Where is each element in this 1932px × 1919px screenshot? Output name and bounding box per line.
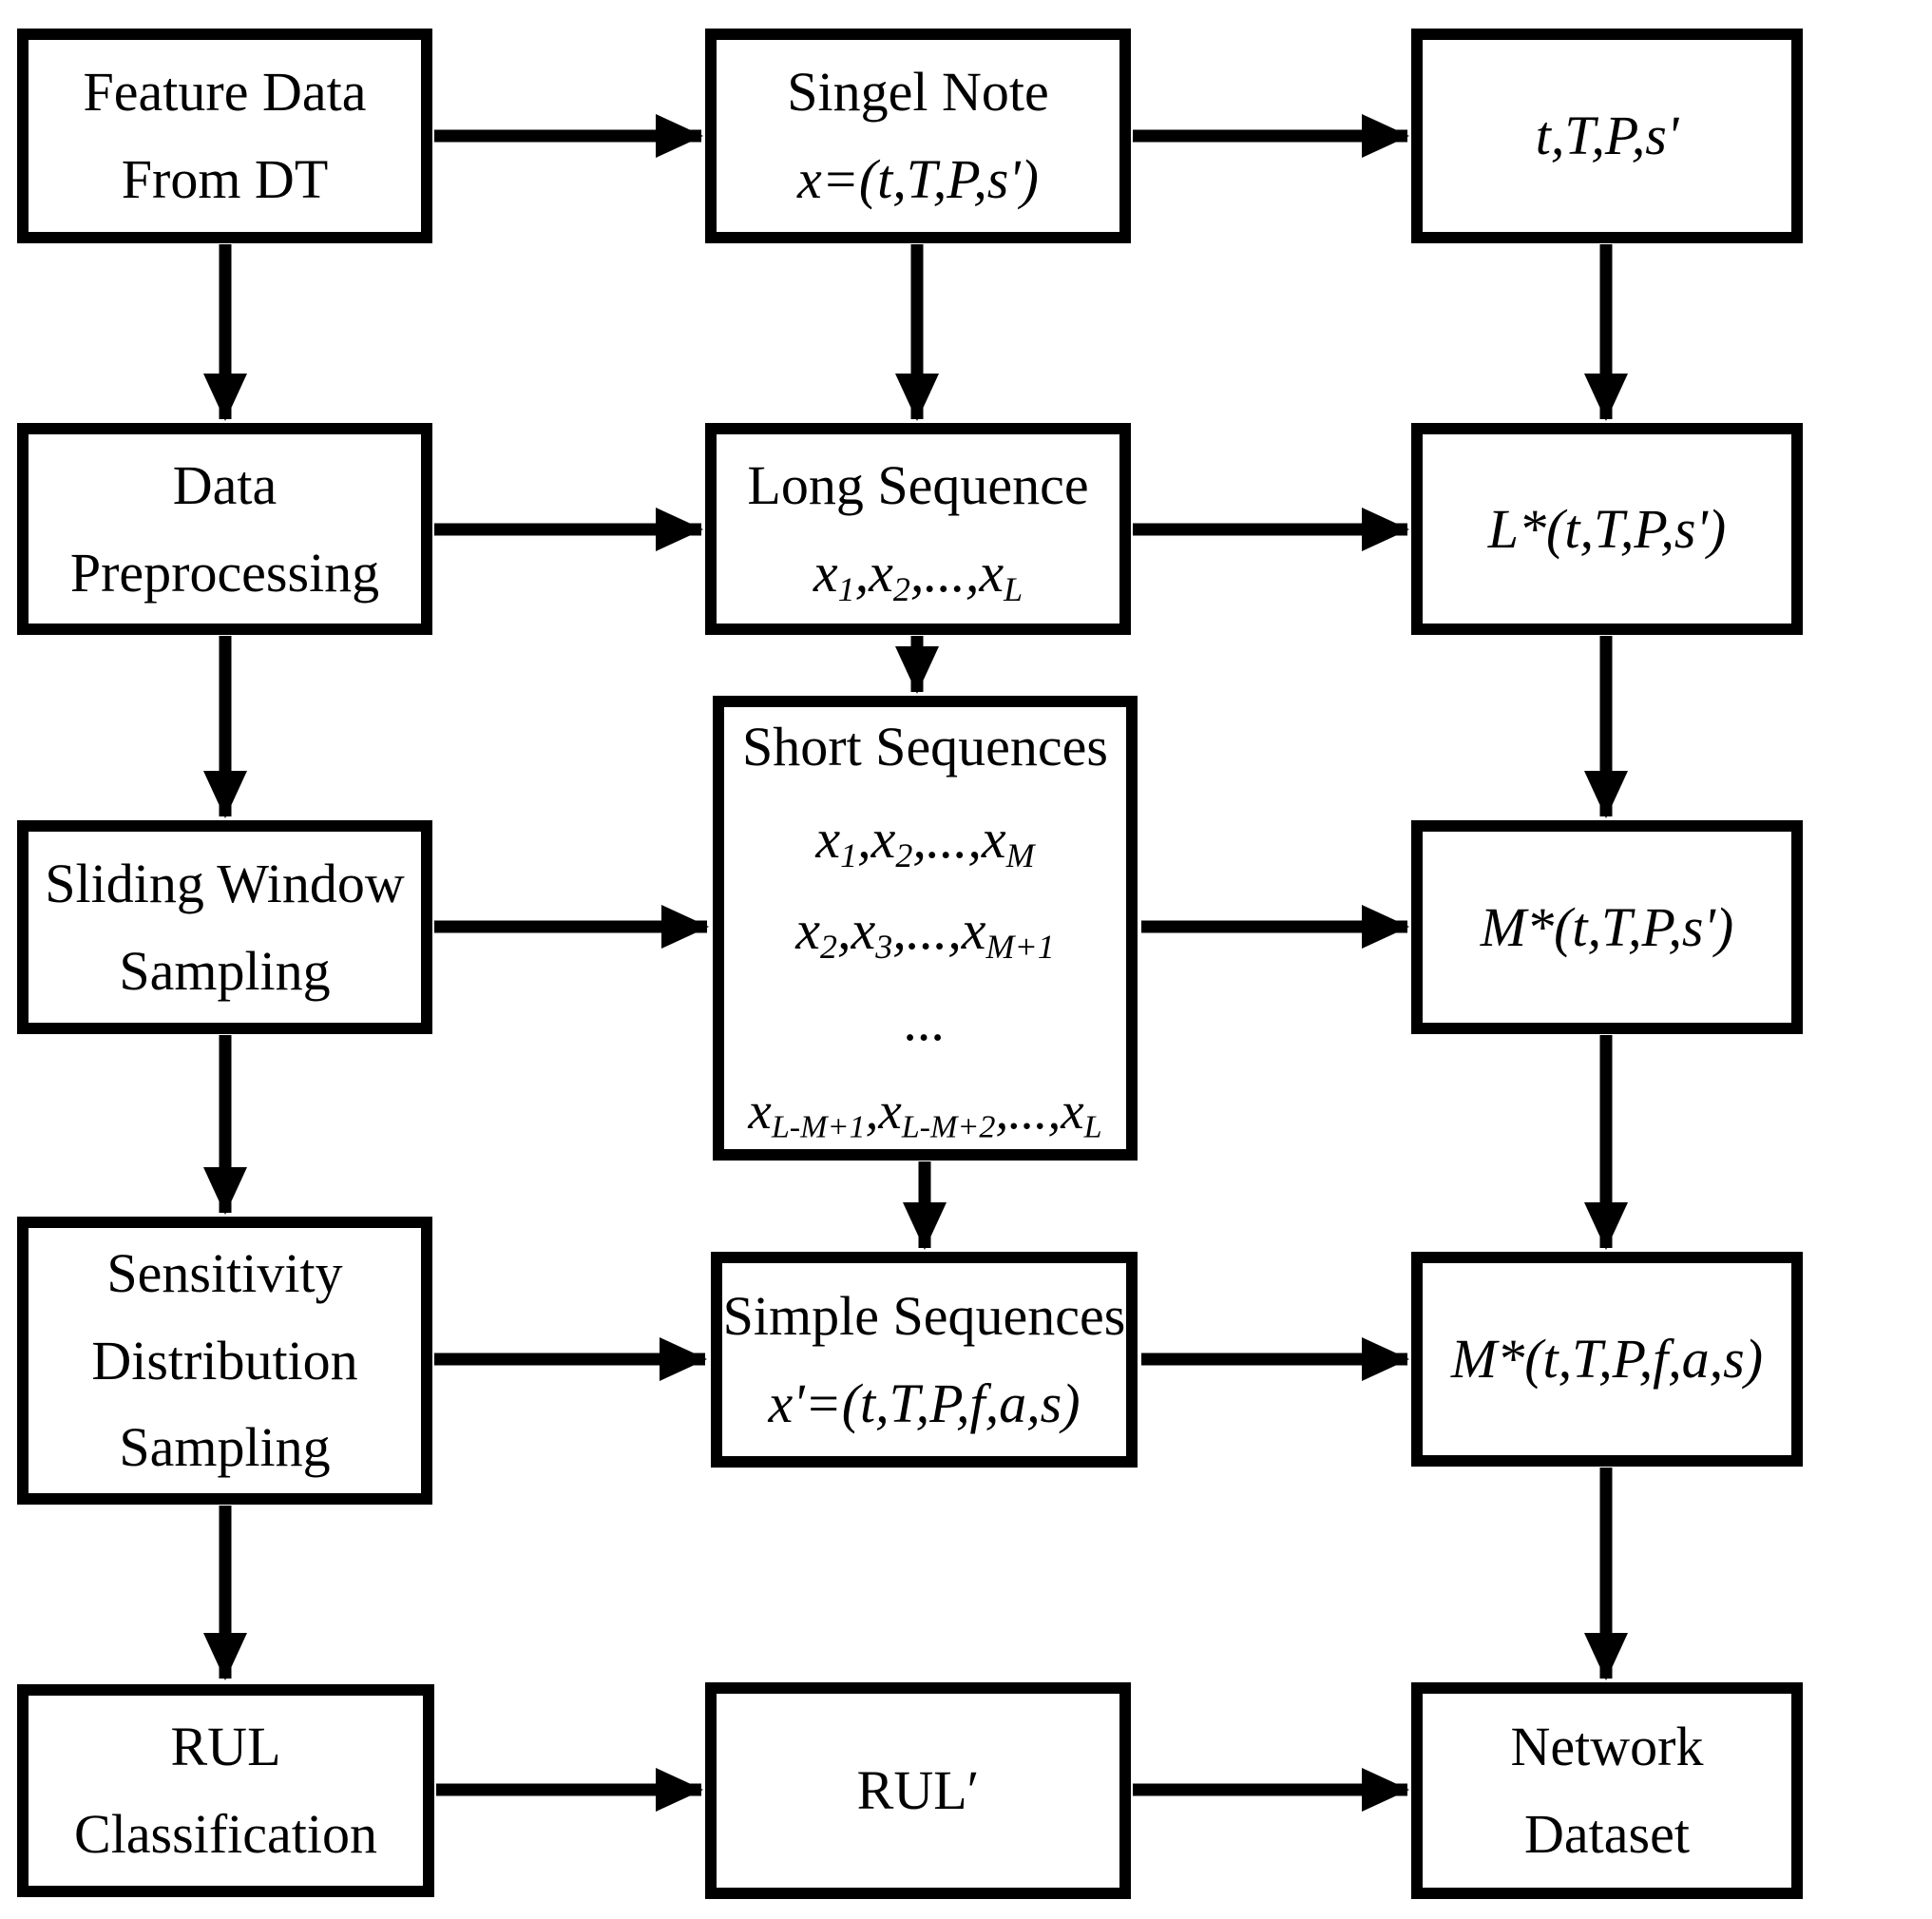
box-label-line: Preprocessing xyxy=(69,541,380,604)
box-label-line: Sampling xyxy=(119,939,331,1002)
box-label-line: Long Sequence xyxy=(747,453,1089,516)
box-label-line: Feature Data xyxy=(83,61,367,124)
box-long-sequence: Long Sequence x1,x2,...,xL xyxy=(705,423,1131,635)
box-ttps: t,T,P,s' xyxy=(1411,29,1803,243)
box-l-ttps: L*(t,T,P,s') xyxy=(1411,423,1803,635)
box-rul-classification: RUL Classification xyxy=(17,1684,434,1897)
box-formula: M*(t,T,P,f,a,s) xyxy=(1450,1328,1764,1391)
box-label-line: Sensitivity xyxy=(106,1242,343,1305)
box-formula: M*(t,T,P,s') xyxy=(1480,895,1734,958)
box-simple-sequences: Simple Sequences x'=(t,T,P,f,a,s) xyxy=(711,1252,1138,1468)
box-feature-data-from-dt: Feature Data From DT xyxy=(17,29,432,243)
box-data-preprocessing: Data Preprocessing xyxy=(17,423,432,635)
box-formula: ... xyxy=(904,990,947,1053)
box-label-line: Sampling xyxy=(119,1416,331,1479)
box-m-ttps: M*(t,T,P,s') xyxy=(1411,820,1803,1034)
box-label-line: RUL′ xyxy=(856,1759,980,1822)
box-label-line: Classification xyxy=(74,1803,377,1865)
box-label-line: Short Sequences xyxy=(742,716,1108,778)
box-formula: L*(t,T,P,s') xyxy=(1487,497,1727,560)
box-formula: x2,x3,...,xM+1 xyxy=(795,898,1055,966)
box-label-line: Sliding Window xyxy=(45,852,405,914)
box-label-line: Distribution xyxy=(91,1329,358,1391)
box-network-dataset: Network Dataset xyxy=(1411,1682,1803,1899)
box-short-sequences: Short Sequences x1,x2,...,xM x2,x3,...,x… xyxy=(713,696,1138,1161)
box-label-line: Simple Sequences xyxy=(722,1284,1126,1347)
box-label-line: From DT xyxy=(121,148,329,210)
box-formula: t,T,P,s' xyxy=(1535,105,1679,167)
box-rul-prime: RUL′ xyxy=(705,1682,1131,1899)
box-sensitivity-distribution-sampling: Sensitivity Distribution Sampling xyxy=(17,1217,432,1505)
box-single-note: Singel Note x=(t,T,P,s') xyxy=(705,29,1131,243)
box-label-line: Dataset xyxy=(1524,1803,1690,1865)
box-formula: x1,x2,...,xM xyxy=(815,807,1035,874)
box-formula: xL-M+1,xL-M+2,...,xL xyxy=(748,1082,1102,1145)
box-formula: x=(t,T,P,s') xyxy=(796,148,1039,210)
box-m-ttpfas: M*(t,T,P,f,a,s) xyxy=(1411,1252,1803,1467)
box-label-line: Data xyxy=(172,453,277,516)
box-label-line: Network xyxy=(1510,1716,1704,1778)
box-label-line: Singel Note xyxy=(787,61,1049,124)
box-formula: x'=(t,T,P,f,a,s) xyxy=(768,1372,1081,1434)
box-sliding-window-sampling: Sliding Window Sampling xyxy=(17,820,432,1034)
box-formula: x1,x2,...,xL xyxy=(813,541,1023,608)
box-label-line: RUL xyxy=(170,1716,281,1778)
